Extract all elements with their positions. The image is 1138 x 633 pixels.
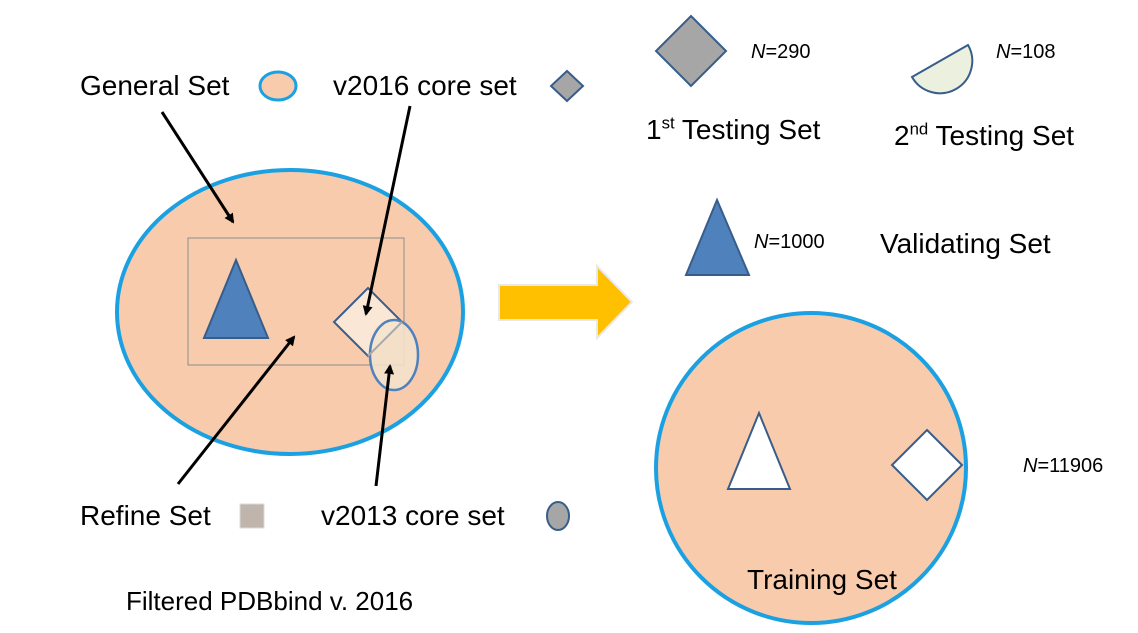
validating-label: Validating Set — [880, 228, 1051, 259]
testing1-count: N=290 — [751, 41, 811, 63]
v2013-core-legend-icon — [546, 501, 570, 531]
general-set-label: General Set — [80, 70, 230, 101]
training-set-label: Training Set — [747, 564, 897, 595]
testing2-count: N=108 — [996, 41, 1056, 63]
validating-triangle-icon — [684, 197, 751, 276]
transform-arrow — [498, 263, 634, 341]
training-set-circle — [654, 311, 968, 625]
v2016-core-legend-icon — [549, 69, 585, 103]
v2013-core-set-label: v2013 core set — [321, 500, 505, 531]
general-set-legend-icon — [258, 70, 298, 102]
training-triangle — [726, 410, 792, 490]
v2013-core-arrow — [374, 364, 395, 487]
testing2-semicircle-icon — [910, 43, 974, 95]
refine-set-label: Refine Set — [80, 500, 211, 531]
refine-set-rectangle — [187, 237, 405, 366]
general-set-arrow — [160, 111, 235, 224]
training-diamond — [890, 428, 964, 502]
refine-set-legend-icon — [239, 503, 265, 529]
testing1-label: 1st Testing Set — [646, 113, 821, 145]
panel-caption: Filtered PDBbind v. 2016 — [126, 586, 414, 616]
diamond-overlap-edge — [367, 321, 403, 357]
validating-count: N=1000 — [754, 231, 825, 253]
left-triangle — [202, 257, 270, 339]
v2016-core-set-label: v2016 core set — [333, 70, 517, 101]
training-count: N=11906 — [1023, 455, 1104, 477]
refine-set-arrow — [176, 335, 296, 485]
general-set-ellipse — [115, 168, 465, 456]
testing1-diamond-icon — [654, 14, 728, 88]
testing2-label: 2nd Testing Set — [894, 119, 1075, 151]
v2016-core-arrow — [362, 105, 412, 316]
